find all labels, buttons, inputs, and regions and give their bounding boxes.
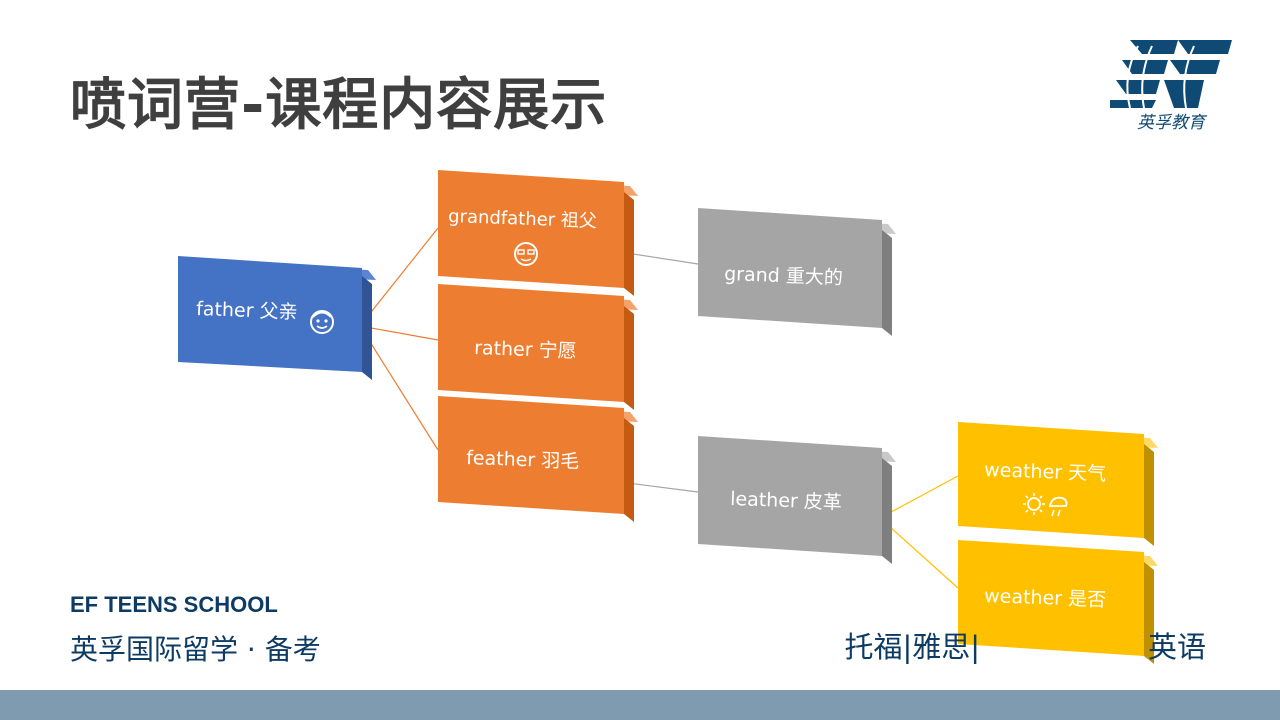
node-weather-1: weather 天气 — [958, 422, 1158, 546]
node-label: feather 羽毛 — [466, 447, 580, 473]
node-label: father 父亲 — [196, 298, 298, 324]
connector-leather-weather1 — [879, 475, 959, 519]
node-rather: rather 宁愿 — [438, 284, 638, 410]
sun-rain-icon — [1023, 493, 1068, 517]
footer-bar — [0, 690, 1280, 720]
course-list-tail: 英语 — [1148, 630, 1207, 664]
logo-subtitle: 英孚教育 — [1137, 113, 1205, 133]
node-grand: grand 重大的 — [698, 208, 896, 336]
child-face-icon — [310, 310, 334, 334]
connector-father-rather — [359, 325, 439, 341]
connector-leather-weather2 — [879, 517, 959, 589]
node-label: weather 天气 — [984, 459, 1107, 485]
node-weather-2: weather 是否 — [958, 540, 1158, 664]
node-feather: feather 羽毛 — [438, 396, 638, 522]
connectors — [359, 227, 959, 589]
node-label: rather 宁愿 — [474, 337, 577, 363]
course-list: 托福|雅思| — [844, 630, 980, 664]
word-tree-diagram: father 父亲 grandfather 祖父 rather 宁愿 — [178, 170, 1158, 664]
node-leather: leather 皮革 — [698, 436, 896, 564]
node-grandfather: grandfather 祖父 — [438, 170, 638, 296]
connector-father-grandfather — [359, 227, 439, 327]
school-subtitle: 英孚国际留学 · 备考 — [70, 633, 321, 666]
node-father: father 父亲 — [178, 256, 376, 380]
grandpa-face-icon — [514, 242, 538, 266]
node-label: leather 皮革 — [730, 488, 842, 514]
node-label: grandfather 祖父 — [448, 206, 597, 232]
page-title: 喷词营-课程内容展示 — [70, 73, 608, 138]
node-label: grand 重大的 — [724, 263, 843, 289]
ef-logo-icon — [1110, 40, 1232, 109]
node-label: weather 是否 — [984, 585, 1107, 611]
connector-father-feather — [359, 325, 439, 451]
school-name: EF TEENS SCHOOL — [70, 592, 278, 617]
